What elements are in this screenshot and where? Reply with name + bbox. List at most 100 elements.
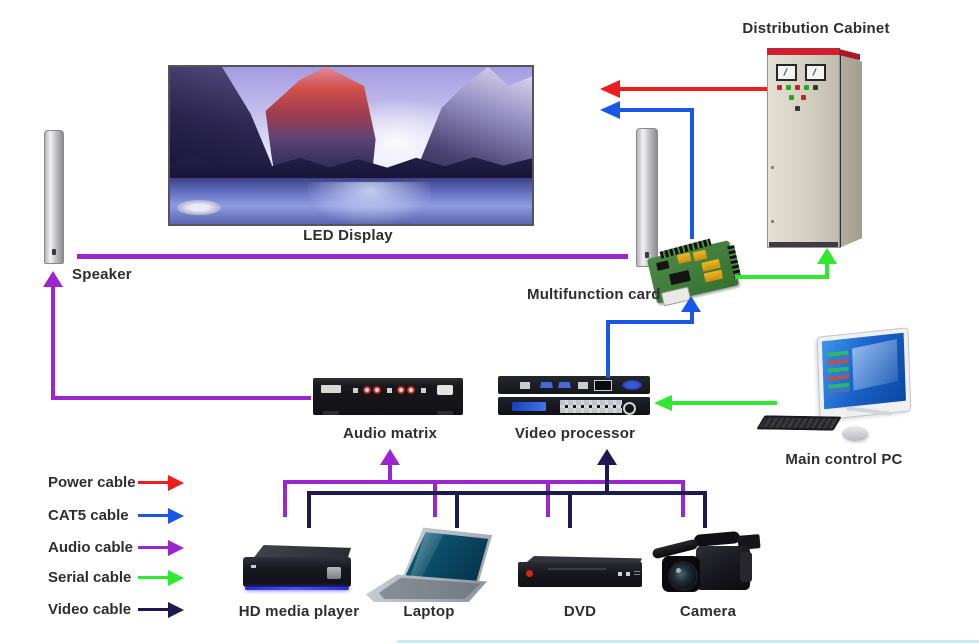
led-display-label: LED Display bbox=[303, 227, 393, 244]
knob bbox=[623, 402, 636, 415]
legend-arrowhead-power-icon bbox=[168, 475, 184, 491]
audio-bus-drop bbox=[283, 480, 287, 517]
relay-block bbox=[676, 252, 692, 264]
device-foot bbox=[437, 411, 453, 415]
cabinet-meter-left bbox=[776, 64, 797, 81]
cabinet-front-panel bbox=[767, 54, 840, 248]
legend-arrowhead-audio-icon bbox=[168, 540, 184, 556]
speaker-port bbox=[52, 249, 56, 255]
cabinet-hinge bbox=[771, 220, 774, 223]
xlr-port bbox=[437, 385, 453, 395]
dvd-vent bbox=[634, 571, 640, 577]
rj45-port bbox=[594, 380, 612, 391]
cabinet-side-panel bbox=[839, 52, 862, 248]
pc-screen bbox=[821, 332, 906, 410]
serial-cable-line bbox=[670, 401, 777, 405]
legend-label-audio: Audio cable bbox=[48, 539, 134, 556]
rca-jack bbox=[363, 386, 371, 394]
bottom-strip bbox=[397, 640, 979, 643]
player-button bbox=[327, 567, 341, 579]
legend-line-power bbox=[138, 481, 170, 484]
cabinet-indicator bbox=[777, 85, 782, 90]
switch bbox=[421, 388, 426, 393]
switch bbox=[353, 388, 358, 393]
cat5-cable-line bbox=[606, 320, 610, 378]
legend-arrowhead-serial-icon bbox=[168, 570, 184, 586]
cabinet-indicator bbox=[795, 85, 800, 90]
main-control-pc-label: Main control PC bbox=[785, 451, 903, 468]
cabinet-indicator bbox=[813, 85, 818, 90]
legend-line-serial bbox=[138, 576, 170, 579]
hd-media-player-label: HD media player bbox=[238, 603, 360, 620]
switch bbox=[387, 388, 392, 393]
video-bus-arrowhead-icon bbox=[597, 449, 617, 465]
cat5-cable-arrowhead-icon bbox=[681, 296, 701, 312]
speaker-middle bbox=[636, 128, 658, 267]
speaker-port bbox=[645, 252, 649, 258]
serial-cable-line bbox=[825, 263, 829, 279]
cabinet-indicator bbox=[795, 106, 800, 111]
chip bbox=[668, 269, 691, 286]
audio-cable-arrowhead-icon bbox=[43, 271, 63, 287]
distribution-cabinet-image bbox=[767, 48, 862, 252]
audio-bus-arrowhead-icon bbox=[380, 449, 400, 465]
audio-bus-line bbox=[283, 480, 685, 484]
lg-logo bbox=[526, 570, 533, 577]
vga-port bbox=[558, 382, 571, 388]
power-inlet bbox=[622, 380, 642, 390]
camera-lens bbox=[668, 561, 698, 591]
multifunction-card-label: Multifunction card bbox=[527, 286, 661, 303]
cabinet-indicator bbox=[804, 85, 809, 90]
rca-jack bbox=[373, 386, 381, 394]
legend-label-serial: Serial cable bbox=[48, 569, 132, 586]
start-tiles bbox=[827, 350, 850, 394]
video-bus-riser bbox=[605, 464, 609, 493]
cabinet-red-top bbox=[767, 48, 840, 55]
dvd-body bbox=[518, 562, 642, 587]
processor-rear-unit bbox=[498, 376, 650, 394]
distribution-cabinet-label: Distribution Cabinet bbox=[742, 20, 890, 37]
video-processor-image bbox=[498, 376, 650, 416]
video-processor-label: Video processor bbox=[514, 425, 636, 442]
hd-media-player-image bbox=[243, 545, 355, 595]
video-bus-line bbox=[307, 491, 707, 495]
audio-bus-drop bbox=[546, 480, 550, 517]
cat5-cable-line bbox=[606, 320, 694, 324]
dvd-player-image bbox=[518, 554, 644, 592]
camera-label: Camera bbox=[679, 603, 737, 620]
rear-label bbox=[321, 385, 341, 393]
cat5-cable-line bbox=[690, 108, 694, 239]
cabinet-meter-right bbox=[805, 64, 826, 81]
rca-jack bbox=[397, 386, 405, 394]
audio-bus-drop bbox=[681, 480, 685, 517]
cat5-cable-arrowhead-icon bbox=[600, 101, 620, 119]
audio-cable-line-speakers bbox=[77, 254, 628, 259]
speaker-label: Speaker bbox=[72, 266, 132, 283]
legend-label-power: Power cable bbox=[48, 474, 136, 491]
camera-image bbox=[651, 530, 764, 602]
video-bus-drop bbox=[568, 491, 572, 528]
laptop-label: Laptop bbox=[403, 603, 455, 620]
legend-arrowhead-video-icon bbox=[168, 602, 184, 618]
power-cable-arrowhead-icon bbox=[600, 80, 620, 98]
windows-logo bbox=[852, 339, 899, 391]
cabinet-hinge bbox=[771, 166, 774, 169]
relay-block bbox=[692, 249, 708, 262]
led-display-image bbox=[168, 65, 534, 226]
processor-front-unit bbox=[498, 397, 650, 415]
audio-matrix-label: Audio matrix bbox=[342, 425, 438, 442]
audio-bus-drop bbox=[433, 480, 437, 517]
video-bus-drop bbox=[307, 491, 311, 528]
camera-grip bbox=[740, 552, 752, 582]
legend-line-cat5 bbox=[138, 514, 170, 517]
video-bus-drop bbox=[703, 491, 707, 528]
cabinet-base bbox=[769, 242, 838, 247]
serial-cable-arrowhead-icon bbox=[817, 248, 837, 264]
led-scene-snow bbox=[177, 200, 221, 215]
dvd-tray bbox=[548, 568, 606, 570]
dvd-button bbox=[626, 572, 630, 576]
chip bbox=[656, 260, 670, 271]
speaker-left bbox=[44, 130, 64, 264]
io-port bbox=[578, 382, 588, 389]
dvd-label: DVD bbox=[563, 603, 597, 620]
